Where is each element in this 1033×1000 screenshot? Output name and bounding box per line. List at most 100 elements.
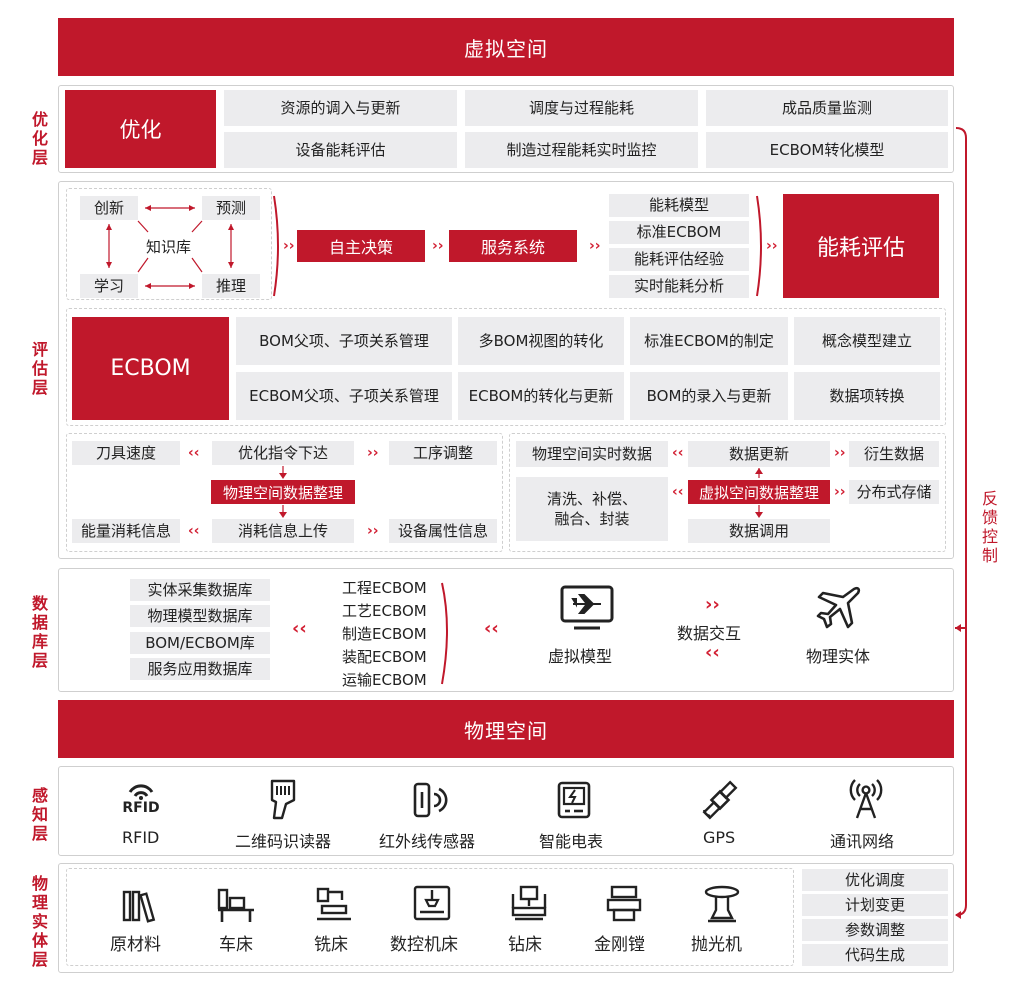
control-item: 计划变更	[802, 894, 948, 916]
ecbom-item: 多BOM视图的转化	[458, 317, 624, 365]
rfid-icon: RFID	[120, 778, 162, 820]
virtual-data-center: 虚拟空间数据整理	[688, 480, 830, 504]
tool-speed-box: 刀具速度	[72, 441, 180, 465]
arrow-chevron: ‹‹	[188, 445, 200, 461]
data-exchange-label: 数据交互	[677, 624, 742, 643]
control-item: 参数调整	[802, 919, 948, 941]
db-item: 服务应用数据库	[130, 658, 270, 680]
ecbom-title-box: ECBOM	[72, 317, 229, 420]
layer-label-database: 数据库层	[31, 594, 48, 670]
device-attr-box: 设备属性信息	[389, 519, 497, 543]
entity-label: 金刚镗	[594, 935, 645, 955]
physical-data-center: 物理空间数据整理	[211, 480, 355, 504]
realtime-data-box: 物理空间实时数据	[516, 441, 668, 467]
infrared-sensor-icon	[413, 782, 448, 818]
feedback-label: 反馈控制	[981, 489, 998, 565]
arrow-chevron: ‹‹	[705, 642, 720, 663]
gps-satellite-icon	[702, 780, 738, 820]
virtual-model-label: 虚拟模型	[548, 647, 613, 666]
ecbom-item: 概念模型建立	[794, 317, 940, 365]
physical-space-banner: 物理空间	[58, 700, 954, 758]
optimize-item: ECBOM转化模型	[706, 132, 948, 168]
ecbom-list-item: 装配ECBOM	[342, 648, 427, 666]
lathe-icon	[217, 888, 254, 922]
arrow-chevron: ››	[705, 594, 720, 615]
ecbom-list-item: 工艺ECBOM	[342, 602, 427, 620]
eval-list-item: 能耗模型	[609, 194, 749, 217]
raw-material-icon	[122, 890, 156, 923]
service-box: 服务系统	[449, 230, 577, 262]
optimize-item: 调度与过程能耗	[465, 90, 698, 126]
optimize-item: 资源的调入与更新	[224, 90, 457, 126]
layer-label-optimize: 优化层	[31, 110, 48, 167]
data-update-box: 数据更新	[688, 441, 830, 467]
cycle-innovate: 创新	[80, 196, 138, 220]
cycle-predict: 预测	[202, 196, 260, 220]
smart-meter-icon	[557, 781, 591, 819]
entity-label: 钻床	[508, 935, 542, 955]
entity-label: 原材料	[110, 935, 161, 955]
entity-label: 抛光机	[691, 935, 742, 955]
layer-label-evaluate: 评估层	[31, 340, 48, 397]
decision-box: 自主决策	[297, 230, 425, 262]
process-adjust-box: 工序调整	[389, 441, 497, 465]
arrow-chevron: ‹‹	[292, 618, 307, 639]
db-item: 物理模型数据库	[130, 605, 270, 627]
data-call-box: 数据调用	[688, 519, 830, 543]
entity-label: 车床	[219, 935, 253, 955]
arrow-chevron: ››	[367, 523, 379, 539]
arrow-chevron: ››	[432, 238, 444, 254]
arrow-chevron: ››	[283, 238, 295, 254]
drill-press-icon	[511, 885, 547, 921]
ecbom-list-item: 运输ECBOM	[342, 671, 427, 689]
db-item: 实体采集数据库	[130, 579, 270, 601]
arrow-chevron: ››	[766, 238, 778, 254]
sense-label: 智能电表	[539, 832, 604, 851]
cycle-reason: 推理	[202, 274, 260, 298]
arrow-chevron: ››	[589, 238, 601, 254]
physical-entity-label: 物理实体	[806, 647, 871, 666]
arrow-chevron: ‹‹	[672, 484, 684, 500]
db-item: BOM/ECBOM库	[130, 632, 270, 654]
eval-list-item: 实时能耗分析	[609, 275, 749, 298]
antenna-icon	[849, 779, 883, 819]
ecbom-item: BOM的录入与更新	[630, 372, 788, 420]
arrow-chevron: ‹‹	[188, 523, 200, 539]
clean-box: 清洗、补偿、融合、封装	[516, 477, 668, 541]
entity-label: 铣床	[314, 935, 348, 955]
barcode-scanner-icon	[270, 779, 296, 820]
ecbom-item: BOM父项、子项关系管理	[236, 317, 452, 365]
control-item: 优化调度	[802, 869, 948, 891]
eval-list-item: 标准ECBOM	[609, 221, 749, 244]
milling-machine-icon	[316, 887, 351, 921]
arrow-chevron: ‹‹	[484, 618, 499, 639]
energy-eval-box: 能耗评估	[783, 194, 939, 298]
arrow-chevron: ››	[367, 445, 379, 461]
derived-data-box: 衍生数据	[849, 441, 939, 467]
virtual-space-banner: 虚拟空间	[58, 18, 954, 76]
ecbom-item: 数据项转换	[794, 372, 940, 420]
monitor-airplane-icon	[560, 585, 614, 630]
entity-machines-box	[66, 868, 794, 966]
consume-upload-box: 消耗信息上传	[212, 519, 354, 543]
airplane-icon	[816, 586, 861, 629]
arrow-chevron: ››	[834, 445, 846, 461]
arrow-chevron: ‹‹	[672, 445, 684, 461]
boring-machine-icon	[606, 885, 642, 922]
optimize-title-box: 优化	[65, 90, 216, 168]
sense-label: GPS	[703, 828, 736, 847]
sense-label: 二维码识读器	[235, 832, 332, 851]
cnc-machine-icon	[413, 885, 451, 921]
distributed-store-box: 分布式存储	[849, 480, 939, 504]
optimize-item: 成品质量监测	[706, 90, 948, 126]
ecbom-list-item: 工程ECBOM	[342, 579, 427, 597]
optimize-cmd-box: 优化指令下达	[212, 441, 354, 465]
sense-label: 红外线传感器	[379, 832, 476, 851]
energy-info-box: 能量消耗信息	[72, 519, 180, 543]
arrow-chevron: ››	[834, 484, 846, 500]
eval-list-item: 能耗评估经验	[609, 248, 749, 271]
cycle-knowledge-base: 知识库	[146, 238, 192, 256]
optimize-item: 设备能耗评估	[224, 132, 457, 168]
